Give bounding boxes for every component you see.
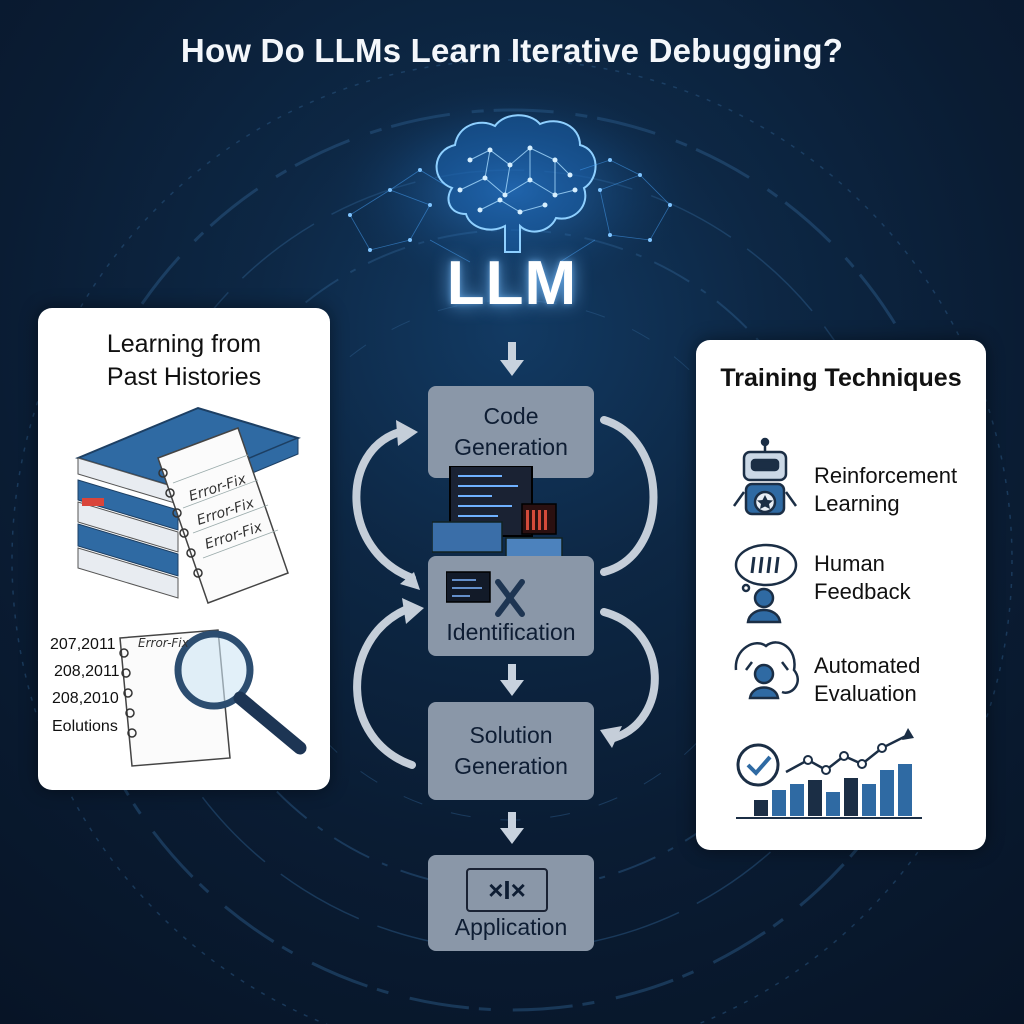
step-solution-generation: Solution Generation xyxy=(428,702,594,800)
step-label: Code xyxy=(483,403,539,429)
learning-history-panel: Learning from Past Histories xyxy=(38,308,330,790)
technique-label-reinforcement: Reinforcement Learning xyxy=(814,462,957,518)
history-line: 208,2010 xyxy=(52,690,119,707)
step-label: Generation xyxy=(454,753,568,779)
history-line: 208,2011 xyxy=(54,663,120,680)
technique-label-human-feedback: Human Feedback xyxy=(814,550,911,606)
error-fix-notebook-icon xyxy=(157,427,289,604)
human-feedback-icon xyxy=(734,543,798,624)
notebook-magnifier-icon xyxy=(119,629,307,767)
wrench-tools-icon xyxy=(446,571,525,617)
page-title: How Do LLMs Learn Iterative Debugging? xyxy=(180,32,844,69)
step-label: Identification xyxy=(446,619,576,645)
books-illustration xyxy=(75,406,307,767)
panel-title-line1: Learning from xyxy=(106,330,262,358)
llm-label: LLM xyxy=(446,249,578,318)
application-icon: ×I× xyxy=(466,868,548,912)
technique-line: Automated xyxy=(814,653,921,678)
bar-chart-check-icon xyxy=(736,728,922,819)
technique-line: Evaluation xyxy=(814,681,917,706)
history-line: Eolutions xyxy=(52,718,118,735)
technique-icons xyxy=(732,437,922,819)
automated-evaluation-icon xyxy=(734,641,799,700)
robot-icon xyxy=(732,437,798,516)
step-label: Application xyxy=(454,914,568,940)
flow-arrows xyxy=(500,342,524,844)
panel-title: Learning from Past Histories xyxy=(38,328,330,394)
loop-arcs xyxy=(352,416,659,769)
step-label: Generation xyxy=(454,434,568,460)
code-screens-icon xyxy=(432,466,563,559)
step-code-generation: Code Generation xyxy=(428,386,594,478)
panel-title-line2: Past Histories xyxy=(106,363,262,391)
note-label: Error-Fix xyxy=(138,636,189,650)
technique-line: Human xyxy=(814,551,885,576)
technique-line: Learning xyxy=(814,491,900,516)
panel-title: Training Techniques xyxy=(720,364,962,392)
brain-icon xyxy=(348,114,672,263)
step-label: Solution xyxy=(469,722,553,748)
training-techniques-panel: Training Techniques xyxy=(696,340,986,850)
technique-line: Reinforcement xyxy=(814,463,958,488)
history-line: 207,2011 xyxy=(50,636,116,653)
technique-line: Feedback xyxy=(814,579,911,604)
technique-label-automated-evaluation: Automated Evaluation xyxy=(814,652,920,708)
